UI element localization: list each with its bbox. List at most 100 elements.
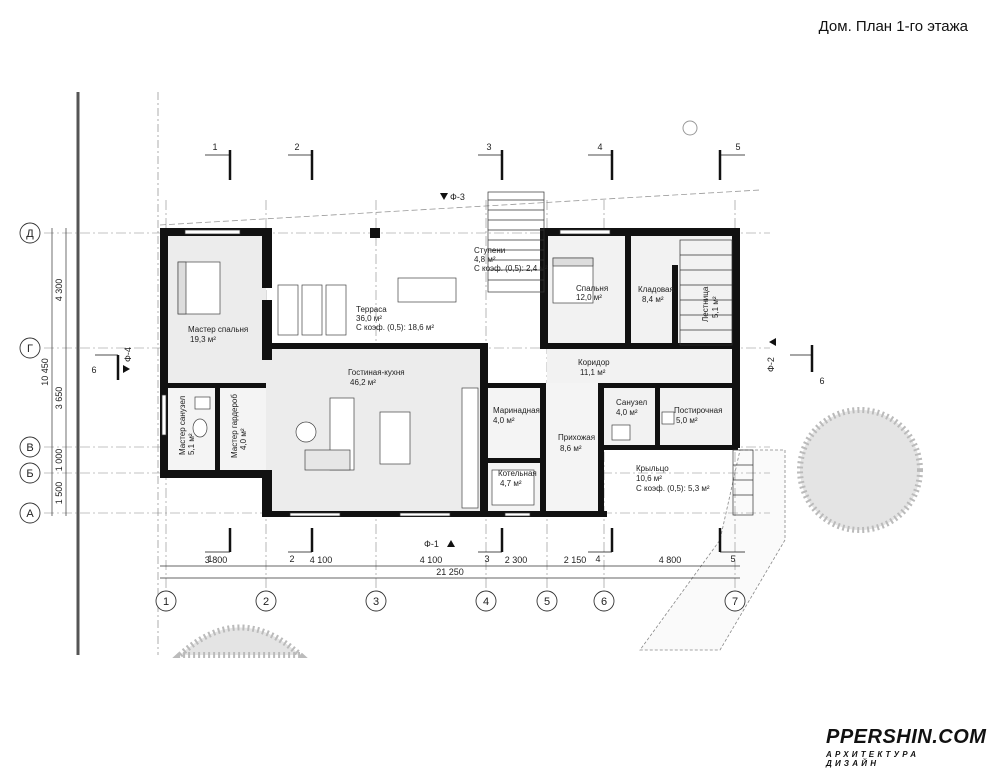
room-terrace-area: 36,0 м² — [356, 314, 382, 323]
room-living-name: Гостиная-кухня — [348, 368, 405, 377]
section-top-5: 5 — [735, 142, 740, 152]
room-porch-coef: С коэф. (0,5): 5,3 м² — [636, 484, 710, 493]
toilet-icon — [192, 418, 208, 438]
logo-subtitle: АРХИТЕКТУРА ДИЗАЙН — [826, 750, 920, 768]
room-terrace-name: Терраса — [356, 305, 387, 314]
room-master-bath-area: 5,1 м² — [187, 433, 196, 455]
room-bedroom-name: Спальня — [576, 284, 608, 293]
section-marks — [95, 150, 814, 553]
windows — [161, 229, 611, 517]
sink-icon — [194, 396, 211, 410]
room-hall-area: 8,6 м² — [560, 444, 582, 453]
facade-f1: Ф-1 — [424, 539, 439, 549]
room-porch-area: 10,6 м² — [636, 474, 662, 483]
room-living-area: 46,2 м² — [350, 378, 376, 387]
section-mark-labels: 1 2 3 4 5 1 2 3 4 5 6 6 — [91, 142, 824, 564]
room-hall-name: Прихожая — [558, 433, 595, 442]
room-master-bath-name: Мастер санузел — [178, 395, 187, 455]
room-corridor-area: 11,1 м² — [580, 368, 606, 377]
dim-left-total: 10 450 — [40, 358, 50, 386]
tree-icon — [797, 407, 923, 533]
page-title: Дом. План 1-го этажа — [818, 18, 968, 35]
facade-arrow-icon — [440, 193, 448, 200]
shrub-icon — [682, 120, 698, 136]
room-pickle-name: Маринадная — [493, 406, 540, 415]
room-stair-area: 5,1 м² — [711, 296, 720, 318]
room-laundry-name: Постирочная — [674, 406, 722, 415]
room-porch-name: Крыльцо — [636, 464, 669, 473]
dimension-labels: 3 800 4 100 4 100 2 300 2 150 4 800 21 2… — [40, 279, 681, 577]
room-steps-name: Ступени — [474, 246, 505, 255]
axis-labels: 1 2 3 4 5 6 7 Д Г В Б А — [26, 228, 738, 608]
brand-logo: PPERSHIN.COM АРХИТЕКТУРА ДИЗАЙН — [826, 726, 987, 768]
dim-bottom-1: 3 800 — [205, 555, 228, 565]
axis-bubbles — [19, 222, 746, 612]
room-bath-area: 4,0 м² — [616, 408, 638, 417]
room-laundry-area: 5,0 м² — [676, 416, 698, 425]
room-bath-name: Санузел — [616, 398, 647, 407]
axis-label-2: 2 — [263, 596, 269, 608]
room-boiler-name: Котельная — [498, 469, 537, 478]
room-stair-name: Лестница — [701, 286, 710, 322]
room-steps-area: 4,8 м² — [474, 255, 496, 264]
section-bottom-1: 1 — [207, 554, 212, 564]
dim-left-2: 3 650 — [54, 387, 64, 410]
section-top-2: 2 — [294, 142, 299, 152]
dim-left-4: 1 500 — [54, 482, 64, 505]
facade-f3: Ф-3 — [450, 192, 465, 202]
dim-bottom-6: 4 800 — [659, 555, 682, 565]
axis-label-g: Г — [27, 343, 33, 355]
room-master-bedroom-area: 19,3 м² — [190, 335, 216, 344]
section-bottom-5: 5 — [730, 554, 735, 564]
dim-left-3: 1 000 — [54, 449, 64, 472]
room-pantry-name: Кладовая — [638, 285, 674, 294]
section-top-3: 3 — [486, 142, 491, 152]
room-corridor-name: Коридор — [578, 358, 610, 367]
room-master-bedroom-name: Мастер спальня — [188, 325, 248, 334]
section-top-4: 4 — [597, 142, 602, 152]
dim-bottom-2: 4 100 — [310, 555, 333, 565]
cut-6-right: 6 — [819, 376, 824, 386]
room-pantry-area: 8,4 м² — [642, 295, 664, 304]
sink-icon — [611, 424, 631, 441]
logo-brand: PPERSHIN.COM — [826, 726, 987, 748]
table-icon — [397, 277, 457, 303]
section-bottom-3: 3 — [484, 554, 489, 564]
axis-label-5: 5 — [544, 596, 550, 608]
room-labels: Мастер спальня 19,3 м² Терраса 36,0 м² С… — [178, 246, 722, 493]
furniture — [177, 257, 675, 509]
facade-arrow-icon — [447, 540, 455, 547]
facade-f4: Ф-4 — [123, 347, 133, 362]
cut-6-left: 6 — [91, 365, 96, 375]
section-top-1: 1 — [212, 142, 217, 152]
dim-left-1: 4 300 — [54, 279, 64, 302]
site-elements — [76, 92, 923, 658]
room-steps-coef: С коэф. (0,5): 2,4 м² — [474, 264, 548, 273]
room-boiler-area: 4,7 м² — [500, 479, 522, 488]
facade-arrow-icon — [123, 365, 130, 373]
axis-label-4: 4 — [483, 596, 489, 608]
facade-arrow-icon — [769, 338, 776, 346]
dim-bottom-4: 2 300 — [505, 555, 528, 565]
lounger-icon — [277, 284, 299, 336]
axis-label-b: Б — [26, 468, 33, 480]
tree-icon — [172, 624, 308, 658]
room-master-wardrobe-area: 4,0 м² — [239, 428, 248, 450]
table-icon — [379, 411, 411, 465]
dimension-lines — [51, 228, 740, 579]
room-master-wardrobe-name: Мастер гардероб — [230, 394, 239, 458]
section-bottom-4: 4 — [595, 554, 600, 564]
section-bottom-2: 2 — [289, 554, 294, 564]
dim-bottom-3: 4 100 — [420, 555, 443, 565]
axis-label-a: А — [26, 508, 34, 520]
dim-bottom-5: 2 150 — [564, 555, 587, 565]
axis-label-6: 6 — [601, 596, 607, 608]
dim-total: 21 250 — [436, 567, 464, 577]
axis-label-1: 1 — [163, 596, 169, 608]
boiler-icon — [491, 469, 535, 506]
axis-label-d: Д — [26, 228, 34, 240]
room-bedroom-area: 12,0 м² — [576, 293, 602, 302]
stairs — [487, 191, 754, 516]
kitchen-counter — [461, 387, 479, 509]
